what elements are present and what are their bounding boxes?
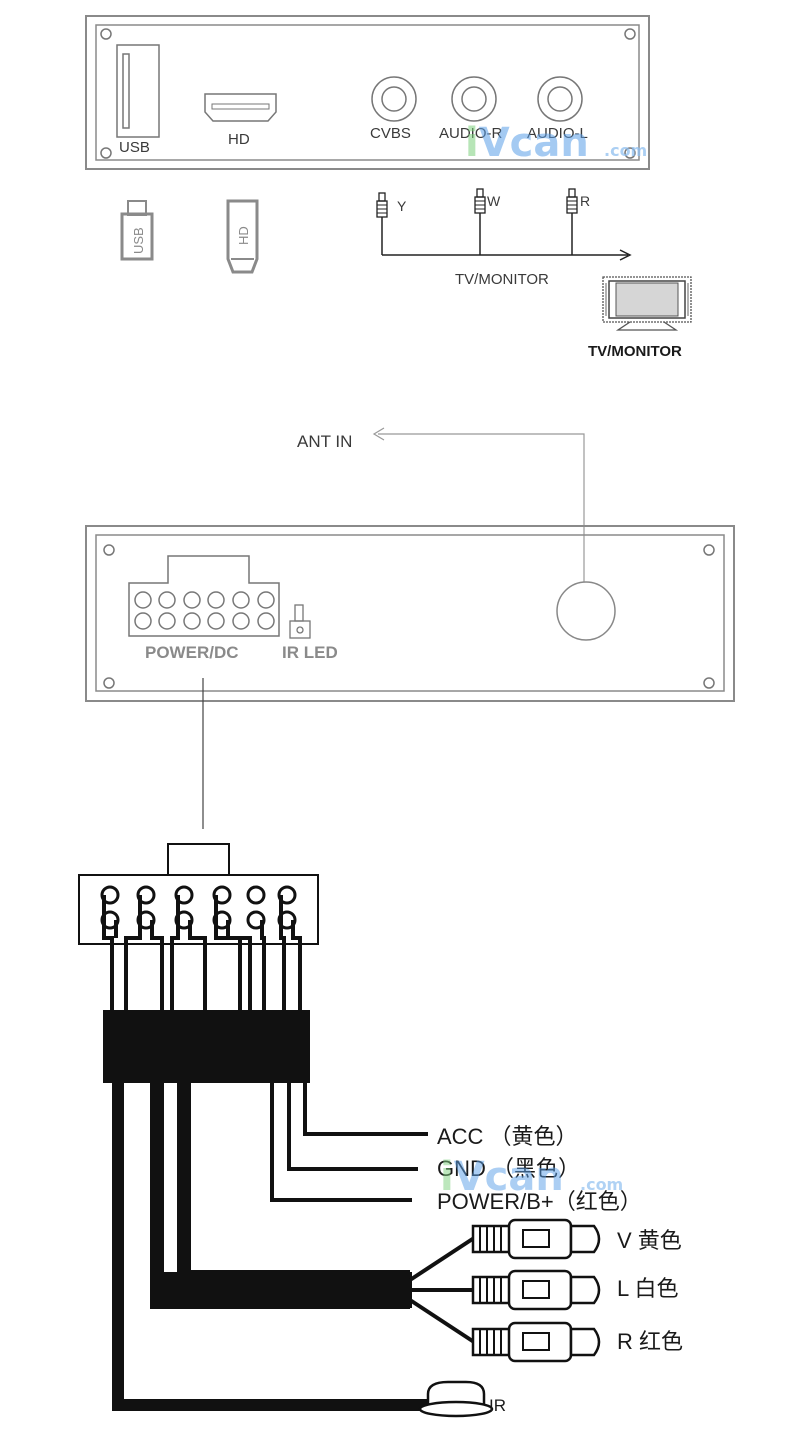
watermark-suffix: .com: [604, 141, 647, 160]
watermark-suffix: .com: [580, 1175, 623, 1194]
screw-icon: [624, 28, 636, 40]
r-av-label: R 红色: [617, 1329, 683, 1354]
usb-port-label: USB: [119, 139, 150, 156]
arrow-left-icon: [372, 427, 385, 441]
watermark-text: iVcan: [465, 120, 589, 166]
w-label: W: [487, 193, 501, 209]
screw-icon: [703, 544, 715, 556]
y-rca-plug-icon: [376, 192, 388, 255]
rca-cable: Y W R: [376, 188, 632, 261]
tv-monitor-label: TV/MONITOR: [588, 343, 682, 360]
ant-in-label: ANT IN: [297, 432, 352, 451]
power-dc-label: POWER/DC: [145, 643, 239, 662]
audio-r-jack[interactable]: [451, 76, 497, 122]
v-rca-plug-icon: [471, 1218, 601, 1260]
audio-r-label: AUDIO-R: [439, 125, 503, 142]
screw-icon: [103, 677, 115, 689]
watermark: iVcan .com: [440, 1154, 623, 1200]
l-rca-plug-icon: [471, 1269, 601, 1311]
wiring-harness: [78, 843, 476, 1411]
hd-plug-icon: HD: [226, 199, 259, 274]
power-dc-connector[interactable]: [128, 555, 280, 637]
screw-icon: [100, 28, 112, 40]
ir-receiver-icon: [418, 1380, 494, 1418]
usb-plug-icon: USB: [120, 200, 154, 261]
antenna-line: [372, 427, 585, 583]
hd-plug-label: HD: [236, 226, 251, 245]
arrow-right-icon: [619, 249, 632, 261]
ir-led-jack[interactable]: [289, 604, 311, 639]
screw-icon: [624, 147, 636, 159]
usb-plug-label: USB: [131, 227, 146, 254]
antenna-socket[interactable]: [556, 581, 616, 641]
rear-panel: POWER/DC IR LED: [85, 525, 735, 702]
usb-port[interactable]: [116, 44, 160, 138]
y-label: Y: [397, 198, 407, 214]
hd-port-label: HD: [228, 131, 250, 148]
r-rca-plug-icon: [566, 188, 578, 255]
cvbs-jack[interactable]: [371, 76, 417, 122]
acc-wire-label: ACC （黄色）: [437, 1124, 578, 1149]
v-label: V 黄色: [617, 1228, 682, 1253]
gnd-wire-label: GND （黑色）: [437, 1156, 580, 1181]
screw-icon: [103, 544, 115, 556]
audio-l-jack[interactable]: [537, 76, 583, 122]
tv-monitor-icon: [602, 276, 692, 331]
r-label: R: [580, 193, 590, 209]
front-panel: USB HD CVBS AUDIO-R AUDIO-L: [85, 15, 650, 170]
audio-l-label: AUDIO-L: [527, 125, 588, 142]
w-rca-plug-icon: [474, 188, 486, 255]
watermark: iVcan .com: [465, 120, 647, 166]
screw-icon: [100, 147, 112, 159]
rca-line-label: TV/MONITOR: [455, 271, 549, 288]
ir-label: IR: [489, 1396, 506, 1415]
watermark-text: iVcan: [440, 1154, 564, 1200]
power-wire-label: POWER/B+（红色）: [437, 1189, 642, 1214]
screw-icon: [703, 677, 715, 689]
ir-led-label: IR LED: [282, 643, 338, 662]
r-rca-plug-icon: [471, 1321, 601, 1363]
l-label: L 白色: [617, 1276, 679, 1301]
cvbs-label: CVBS: [370, 125, 411, 142]
hd-port[interactable]: [204, 93, 277, 122]
